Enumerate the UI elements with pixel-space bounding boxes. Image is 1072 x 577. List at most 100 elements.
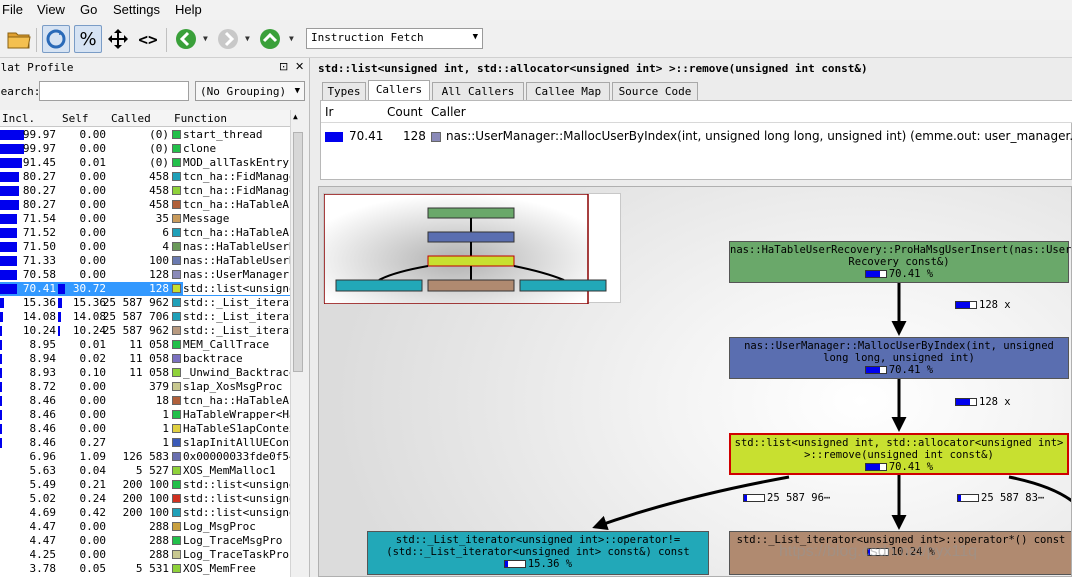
menu-help[interactable]: Help — [175, 2, 202, 17]
cell-called: 200 100 — [122, 492, 169, 505]
menu-settings[interactable]: Settings — [113, 2, 160, 17]
vertical-scrollbar[interactable]: ▲ — [290, 110, 304, 577]
column-header-incl[interactable]: Incl. — [2, 112, 36, 125]
cell-self: 0.00 — [79, 184, 107, 197]
cell-called: 5 531 — [135, 562, 169, 575]
move-icon[interactable] — [104, 25, 132, 53]
shorten-templates-icon[interactable]: <> — [138, 29, 158, 49]
menu-go[interactable]: Go — [80, 2, 98, 17]
up-icon[interactable] — [256, 25, 284, 53]
menu-file[interactable]: File — [2, 2, 23, 17]
incl-bar — [0, 200, 19, 210]
menu-view[interactable]: View — [37, 2, 65, 17]
ir-bar — [325, 132, 343, 142]
column-header-called[interactable]: Called — [111, 112, 151, 125]
cell-self: 15.36 — [72, 296, 106, 309]
column-header-self[interactable]: Self — [62, 112, 89, 125]
float-panel-icon[interactable]: ⊡ — [279, 60, 289, 73]
cell-function: Log_TraceMsgPro — [183, 534, 283, 547]
toolbar-separator — [36, 28, 37, 52]
cost-color-swatch — [172, 270, 181, 279]
node-label: nas::UserManager::MallocUserByIndex(int,… — [744, 340, 1054, 364]
graph-node-callee-operator-neq[interactable]: std::_List_iterator<unsigned int>::opera… — [367, 531, 709, 575]
graph-node-caller-usermanager[interactable]: nas::UserManager::MallocUserByIndex(int,… — [729, 337, 1069, 379]
up-dropdown-icon[interactable]: ▼ — [289, 34, 294, 43]
cell-called: 128 — [149, 282, 169, 295]
column-header-count[interactable]: Count — [387, 105, 423, 119]
tab-types[interactable]: Types — [322, 82, 366, 100]
graph-node-current-function[interactable]: std::list<unsigned int, std::allocator<u… — [729, 433, 1069, 475]
back-icon[interactable] — [172, 25, 200, 53]
cell-function: HaTableWrapper<Ha — [183, 408, 290, 421]
forward-icon[interactable] — [214, 25, 242, 53]
column-header-function[interactable]: Function — [174, 112, 227, 125]
incl-bar — [0, 256, 17, 266]
table-row[interactable]: 8.460.271s1apInitAllUEConte — [0, 436, 290, 450]
tab-callee-map[interactable]: Callee Map — [526, 82, 610, 100]
tab-callers[interactable]: Callers — [368, 80, 430, 101]
cost-color-swatch — [172, 368, 181, 377]
graph-overview-minimap[interactable] — [323, 193, 621, 304]
cell-function: nas::HaTableUserRe — [183, 240, 290, 253]
graph-node-callee-operator-deref[interactable]: std::_List_iterator<unsigned int>::opera… — [729, 531, 1071, 575]
cell-self: 0.01 — [79, 338, 107, 351]
search-input[interactable] — [39, 81, 189, 101]
back-dropdown-icon[interactable]: ▼ — [203, 34, 208, 43]
graph-node-caller-recovery[interactable]: nas::HaTableUserRecovery::ProHaMsgUserIn… — [729, 241, 1071, 283]
event-type-select[interactable]: Instruction Fetch ▼ — [306, 28, 483, 49]
scroll-up-icon[interactable]: ▲ — [293, 112, 298, 121]
grouping-select[interactable]: (No Grouping) ▼ — [195, 81, 305, 101]
scrollbar-thumb[interactable] — [293, 132, 303, 372]
cycle-detection-icon[interactable] — [42, 25, 70, 53]
column-header-caller[interactable]: Caller — [431, 105, 466, 119]
cost-color-swatch — [172, 452, 181, 461]
open-folder-icon[interactable] — [5, 25, 33, 53]
tab-all-callers[interactable]: All Callers — [432, 82, 524, 100]
incl-bar — [0, 298, 4, 308]
incl-bar — [0, 144, 24, 154]
call-graph[interactable]: nas::HaTableUserRecovery::ProHaMsgUserIn… — [318, 186, 1072, 577]
cell-self: 0.01 — [79, 156, 107, 169]
cell-self: 0.00 — [79, 212, 107, 225]
column-header-ir[interactable]: Ir — [325, 105, 334, 119]
close-icon[interactable]: ✕ — [295, 60, 305, 73]
cost-color-swatch — [172, 354, 181, 363]
cell-incl: 8.72 — [29, 380, 57, 393]
node-percent: 70.41 % — [888, 268, 934, 280]
forward-dropdown-icon[interactable]: ▼ — [245, 34, 250, 43]
tab-source-code[interactable]: Source Code — [612, 82, 698, 100]
incl-bar — [0, 186, 19, 196]
relative-percent-button[interactable]: % — [74, 25, 102, 53]
